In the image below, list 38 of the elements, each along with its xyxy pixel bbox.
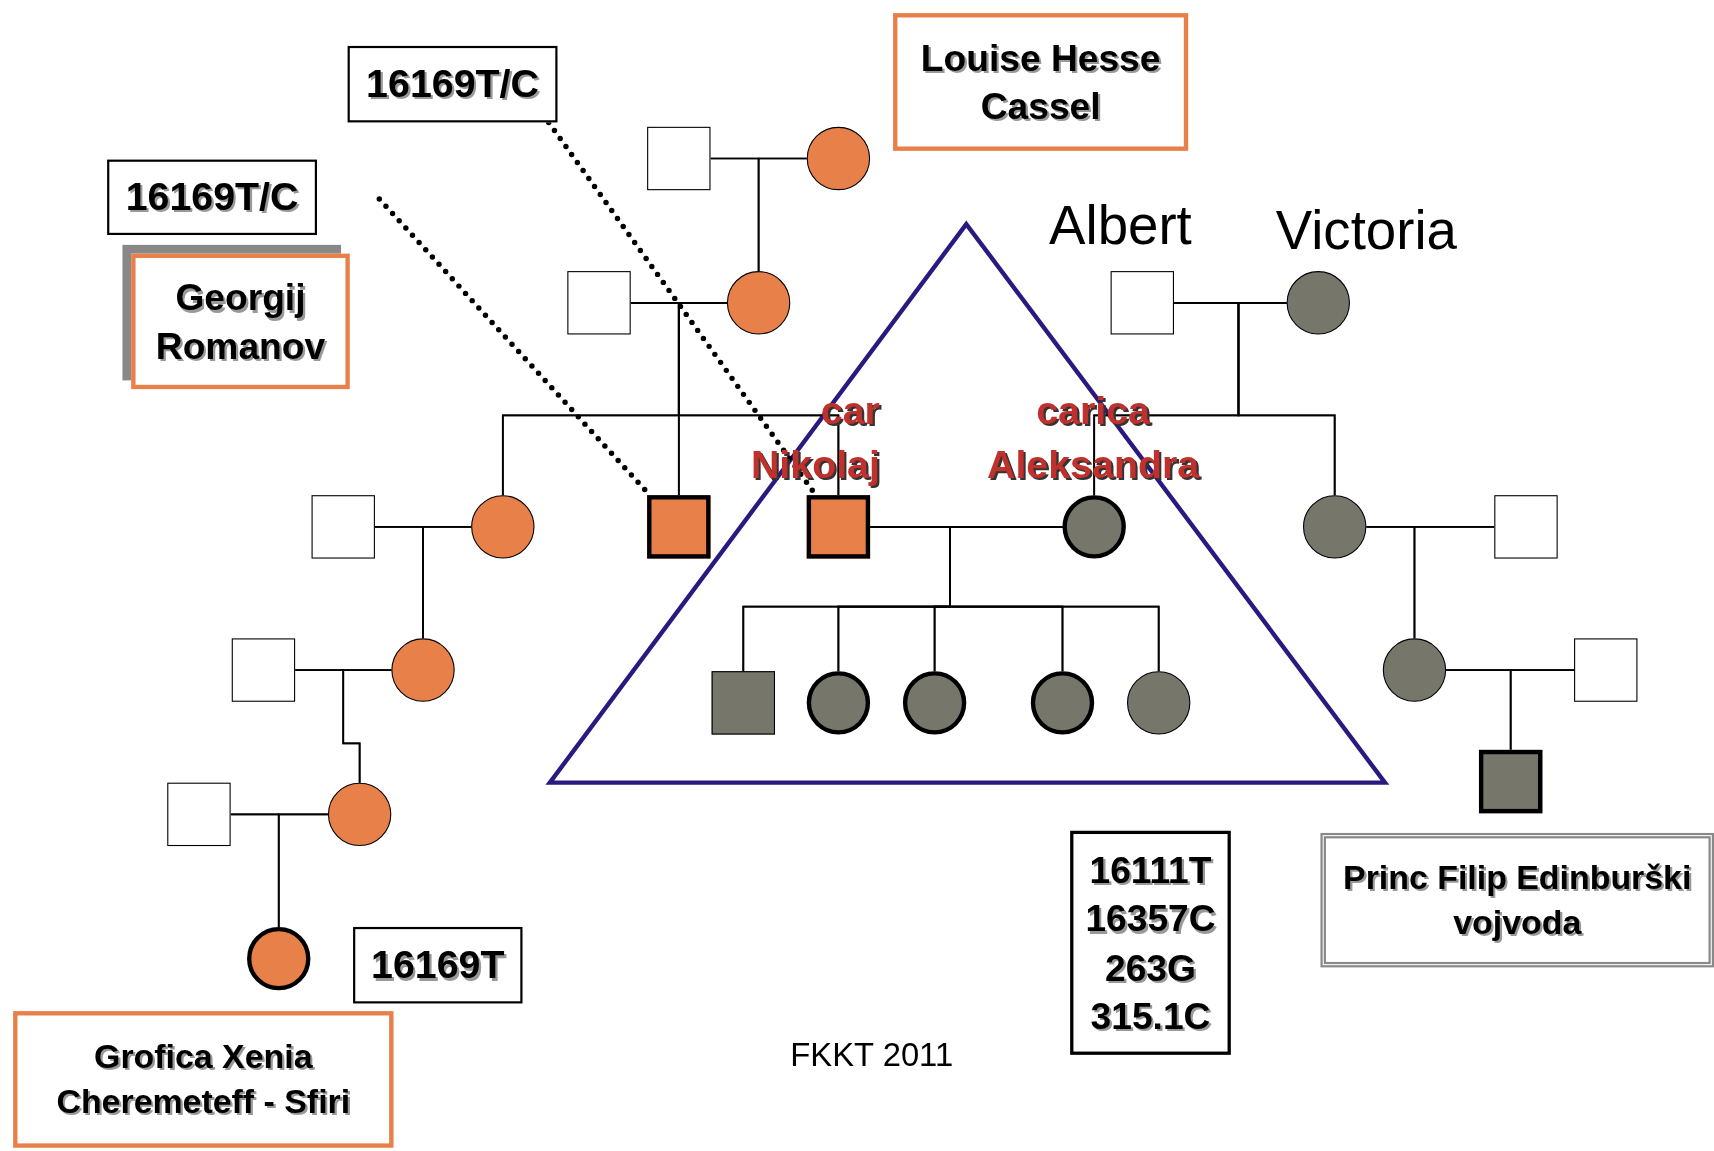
box-text: Georgij Romanov	[154, 275, 327, 369]
pedigree-line	[1509, 669, 1575, 751]
footer-text: FKKT 2011	[789, 1035, 955, 1075]
pedigree-line	[757, 157, 808, 272]
box-text: 16169T	[370, 940, 506, 989]
label-box	[353, 926, 523, 1004]
name-label: Victoria	[1274, 199, 1458, 264]
pedigree-line	[422, 526, 472, 640]
square-symbol	[806, 495, 871, 559]
pedigree-line	[342, 669, 393, 784]
pedigree-line	[949, 526, 1160, 673]
pedigree-line	[277, 813, 329, 928]
square-symbol	[1110, 271, 1174, 335]
box-text: 16169T/C	[365, 59, 540, 108]
square-symbol	[647, 495, 711, 559]
label-box	[893, 13, 1189, 151]
label-box	[107, 159, 317, 235]
label-box	[1070, 830, 1231, 1055]
pedigree-line	[1237, 301, 1336, 497]
box-text: 16111T 16357C 263G 315.1C	[1084, 848, 1217, 1038]
square-symbol	[567, 271, 631, 335]
square-symbol	[231, 638, 296, 702]
square-symbol	[711, 671, 775, 735]
box-text: 16169T/C	[124, 172, 300, 221]
square-symbol	[1574, 638, 1638, 702]
box-text: Louise Hesse Cassel	[919, 35, 1162, 129]
box-text: Princ Filip Edinburški vojvoda	[1342, 857, 1693, 943]
square-symbol	[167, 782, 231, 847]
pedigree-line	[1413, 526, 1496, 640]
square-symbol	[647, 126, 711, 191]
label-box	[13, 1011, 394, 1148]
square-symbol	[311, 495, 375, 559]
square-symbol	[1478, 749, 1543, 814]
label-box	[1320, 832, 1714, 968]
label-box	[347, 45, 558, 123]
box-text: Grofica Xenia Cheremeteff - Sfiri	[55, 1036, 352, 1122]
square-symbol	[1494, 495, 1558, 559]
name-label: Albert	[1048, 193, 1193, 258]
